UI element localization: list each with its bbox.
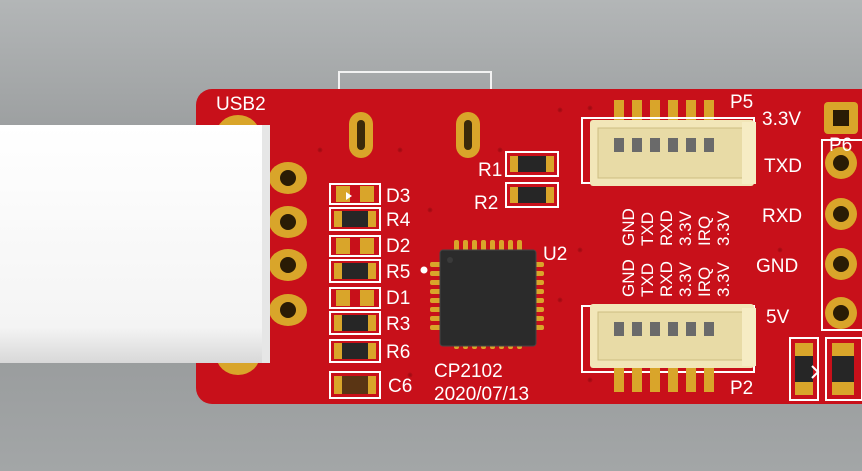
label-r6: R6 (386, 342, 410, 363)
date-label: 2020/07/13 (434, 384, 529, 405)
usb-label: USB2 (216, 94, 266, 115)
cp2102-chip (420, 240, 544, 349)
label-p5: P5 (730, 92, 753, 113)
pcb-board (196, 89, 862, 404)
bottom-right-parts (789, 337, 862, 401)
p2-pin-label: 3.3V (714, 210, 733, 246)
p6-pin-label-txd: TXD (764, 156, 802, 177)
p2-pin-label: 3.3V (676, 210, 695, 246)
p5-pin-label: RXD (657, 261, 676, 297)
left-components (329, 183, 381, 399)
p6-pin-label-5v: 5V (766, 307, 790, 328)
label-r4: R4 (386, 210, 411, 231)
usb-plug (0, 125, 270, 363)
label-r1: R1 (478, 160, 502, 181)
chip-name-label: CP2102 (434, 361, 503, 382)
label-p2: P2 (730, 378, 753, 399)
p5-pin-label: GND (619, 259, 638, 297)
connector-p2 (581, 304, 756, 392)
label-c6: C6 (388, 376, 412, 397)
label-r5: R5 (386, 262, 410, 283)
p6-pin-label-rxd: RXD (762, 206, 802, 227)
p2-pin-label: IRQ (695, 216, 714, 246)
header-p6 (821, 102, 862, 331)
label-p6: P6 (829, 135, 852, 156)
p6-pin-label-gnd: GND (756, 256, 798, 277)
connector-pin-labels: GND TXD RXD 3.3V IRQ 3.3V GND TXD RXD 3.… (619, 208, 733, 297)
label-r3: R3 (386, 314, 410, 335)
label-d2: D2 (386, 236, 410, 257)
p2-pin-label: RXD (657, 210, 676, 246)
connector-p5 (581, 100, 756, 186)
p2-pin-label: GND (619, 208, 638, 246)
p5-pin-label: 3.3V (714, 261, 733, 297)
p6-pin-label-3v3: 3.3V (762, 109, 801, 130)
label-d1: D1 (386, 288, 410, 309)
label-u2: U2 (543, 244, 567, 265)
vias (317, 105, 783, 383)
p5-pin-label: 3.3V (676, 261, 695, 297)
p5-pin-label: TXD (638, 263, 657, 297)
label-r2: R2 (474, 193, 498, 214)
p5-pin-label: IRQ (695, 267, 714, 297)
r1-r2-components (505, 151, 559, 208)
label-d3: D3 (386, 186, 410, 207)
p2-pin-label: TXD (638, 212, 657, 246)
